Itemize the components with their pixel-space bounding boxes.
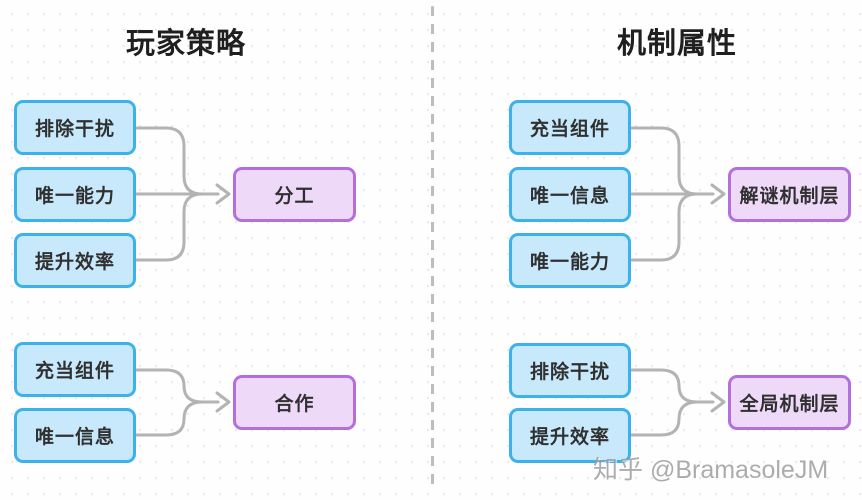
node-unique-information-right: 唯一信息 [509,167,631,222]
right-section-title: 机制属性 [616,28,738,60]
arrowhead-left-g2 [215,391,231,413]
node-exclude-interference-left: 排除干扰 [14,100,136,155]
connector-left-g2-bottom [134,400,204,437]
connector-right-g2-top [629,368,699,404]
connector-left-g1-bottom [134,192,204,262]
node-global-mechanism-layer: 全局机制层 [728,375,851,430]
connector-right-g2-bottom [629,400,699,437]
node-unique-ability-right: 唯一能力 [509,233,631,288]
node-exclude-interference-right: 排除干扰 [509,343,631,398]
node-boost-efficiency-left: 提升效率 [14,233,136,288]
left-section-title: 玩家策略 [125,28,247,60]
section-divider [431,6,434,488]
node-unique-information-left: 唯一信息 [14,408,136,463]
arrowhead-left-g1 [215,183,231,205]
connector-left-g1-top [134,126,204,196]
connector-right-g1-bottom [629,192,699,262]
arrowhead-right-g1 [710,183,726,205]
arrowhead-right-g2 [710,391,726,413]
node-cooperation: 合作 [233,375,356,430]
node-unique-ability-left: 唯一能力 [14,167,136,222]
connector-left-g2-top [134,368,204,404]
node-boost-efficiency-right: 提升效率 [509,408,631,463]
node-act-as-component-left: 充当组件 [14,342,136,397]
node-division-of-labor: 分工 [233,167,356,222]
watermark: 知乎 @BramasoleJM [593,456,829,484]
connector-right-g1-top [629,126,699,196]
node-act-as-component-right: 充当组件 [509,100,631,155]
node-puzzle-mechanism-layer: 解谜机制层 [728,167,851,222]
